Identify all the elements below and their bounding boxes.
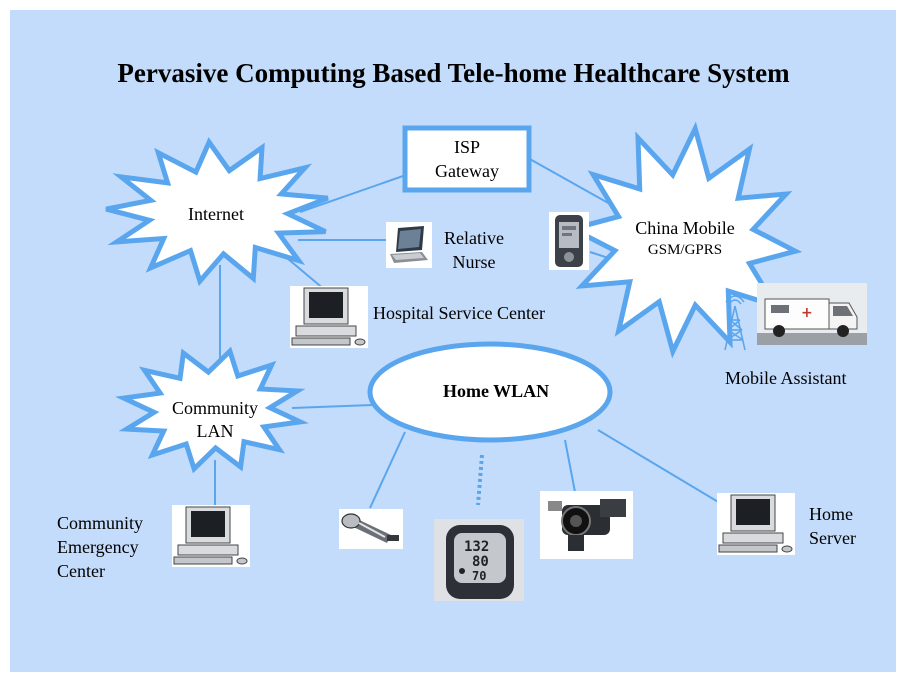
link-wlan-bp-dotted (476, 454, 484, 506)
bp-reading-systolic: 132 (464, 539, 489, 555)
diagram-title: Pervasive Computing Based Tele-home Heal… (117, 58, 790, 88)
community-emergency-line2: Emergency (57, 537, 139, 557)
link-wlan-mic (369, 431, 406, 509)
community-emergency-line3: Center (57, 561, 105, 581)
video-camera-icon (540, 491, 633, 559)
desktop-computer-icon (290, 286, 368, 348)
community-lan-cloud-shape (115, 346, 309, 474)
isp-gateway-label-line2: Gateway (435, 161, 499, 181)
connection-lines (214, 157, 741, 516)
bp-reading-pulse: 70 (472, 569, 486, 583)
bp-reading-diastolic: 80 (472, 554, 489, 570)
ambulance-cross: + (801, 305, 813, 321)
community-lan-label-line2: LAN (196, 421, 234, 441)
isp-gateway-label: ISP Gateway (405, 135, 529, 183)
link-gateway-internet (299, 174, 407, 213)
desktop-computer-icon (717, 493, 795, 555)
home-server-label-line1: Home (809, 504, 853, 524)
china-mobile-label-line2: GSM/GPRS (647, 242, 723, 258)
china-mobile-label-line1: China Mobile (635, 218, 735, 238)
home-wlan-label: Home WLAN (443, 381, 550, 401)
community-emergency-center-label: Community Emergency Center (57, 511, 143, 583)
home-server-label-line2: Server (809, 528, 856, 548)
mobile-assistant-label: Mobile Assistant (725, 368, 847, 388)
community-emergency-line1: Community (57, 513, 144, 533)
isp-gateway-label-line1: ISP (453, 137, 480, 157)
community-lan-label-line1: Community (171, 398, 258, 418)
desktop-computer-icon (172, 505, 250, 567)
microphone-sensor-icon (339, 509, 403, 549)
pda-icon (549, 212, 589, 270)
nurse-label: Nurse (452, 252, 496, 272)
hospital-service-center-label: Hospital Service Center (373, 303, 545, 323)
ambulance-icon: + (757, 283, 867, 345)
blood-pressure-monitor-icon: 132 80 70 (434, 519, 524, 601)
link-community-wlan (291, 404, 373, 409)
home-server-label: Home Server (809, 502, 856, 550)
link-wlan-camera (564, 439, 576, 493)
internet-label: Internet (188, 204, 244, 224)
laptop-icon (386, 222, 432, 268)
china-mobile-label: China Mobile GSM/GPRS (620, 217, 750, 260)
home-wlan-ellipse (367, 341, 613, 443)
relative-label: Relative (444, 228, 504, 248)
internet-cloud-shape (105, 137, 329, 287)
isp-gateway-box (402, 125, 532, 193)
relative-nurse-label: Relative Nurse (438, 226, 510, 274)
link-wlan-server (597, 429, 741, 516)
community-lan-label: Community LAN (150, 397, 280, 443)
antenna-tower-icon (724, 295, 746, 351)
